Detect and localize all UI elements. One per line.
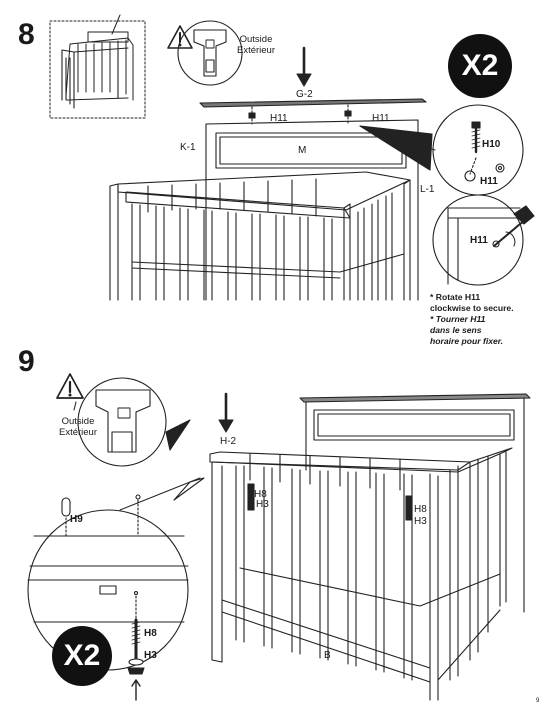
step8-warning-label: Outside Extérieur — [226, 34, 286, 56]
step9-warning-label: Outside Extérieur — [48, 416, 108, 438]
part-l1-label: L-1 — [420, 184, 435, 195]
step9-crib — [209, 393, 531, 701]
step8-tighten-zoom — [432, 194, 535, 286]
step8-warning-fr: Extérieur — [236, 45, 275, 56]
step9-x2-badge: X2 — [63, 639, 101, 672]
part-h2-label: H-2 — [220, 436, 237, 447]
part-h8-zoom-label: H8 — [144, 628, 157, 639]
step9-x2-badge-bg — [52, 626, 112, 686]
note-en-line1: * Rotate H11 — [430, 292, 481, 302]
step8-x2-badge: X2 — [461, 49, 499, 82]
step9-warning-triangle — [56, 373, 84, 411]
part-k1-label: K-1 — [180, 142, 196, 153]
step8-crib — [109, 119, 419, 301]
part-h11-left-label: H11 — [270, 113, 288, 124]
step8-top-rail — [199, 98, 427, 125]
part-m-label: M — [298, 145, 307, 156]
step9-warning-zoom — [77, 377, 191, 467]
step8-warning-en: Outside — [239, 34, 273, 45]
step8-x2-badge-bg — [448, 34, 512, 98]
part-h8-right-label: H8 — [414, 504, 427, 515]
step8-arrow-down — [296, 46, 312, 87]
part-h10-label: H10 — [482, 139, 501, 150]
part-b-label: B — [324, 650, 331, 661]
step9-warning-fr: Extérieur — [58, 427, 97, 438]
note-fr-line1: * Tourner H11 — [430, 314, 486, 324]
part-h8-left-label: H8 — [254, 489, 267, 500]
part-h11-zoom-label: H11 — [480, 176, 498, 187]
step9-warning-en: Outside — [61, 416, 95, 427]
step9-hardware-zoom — [27, 477, 205, 701]
note-fr-line3: horaire pour fixer. — [430, 336, 504, 346]
note-fr-line2: dans le sens — [430, 325, 482, 335]
part-h3-left-label: H3 — [256, 499, 269, 510]
part-h9-label: H9 — [70, 514, 83, 525]
part-h3-zoom-label: H3 — [144, 650, 157, 661]
page-number: 9 — [536, 698, 540, 704]
step9-arrow-down — [218, 392, 234, 433]
part-h11-detail-label: H11 — [470, 235, 488, 246]
step8-warning-triangle — [167, 25, 193, 49]
step9-number: 9 — [18, 345, 35, 378]
step8-note: * Rotate H11 clockwise to secure. * Tour… — [430, 292, 514, 347]
part-h3-right-label: H3 — [414, 516, 427, 527]
step8-warning-zoom — [177, 20, 243, 86]
step8-number: 8 — [18, 18, 35, 51]
step8-thumbnail — [49, 14, 146, 119]
part-h11-right-label: H11 — [372, 113, 390, 124]
part-g2-label: G-2 — [296, 89, 313, 100]
note-en-line2: clockwise to secure. — [430, 303, 514, 313]
